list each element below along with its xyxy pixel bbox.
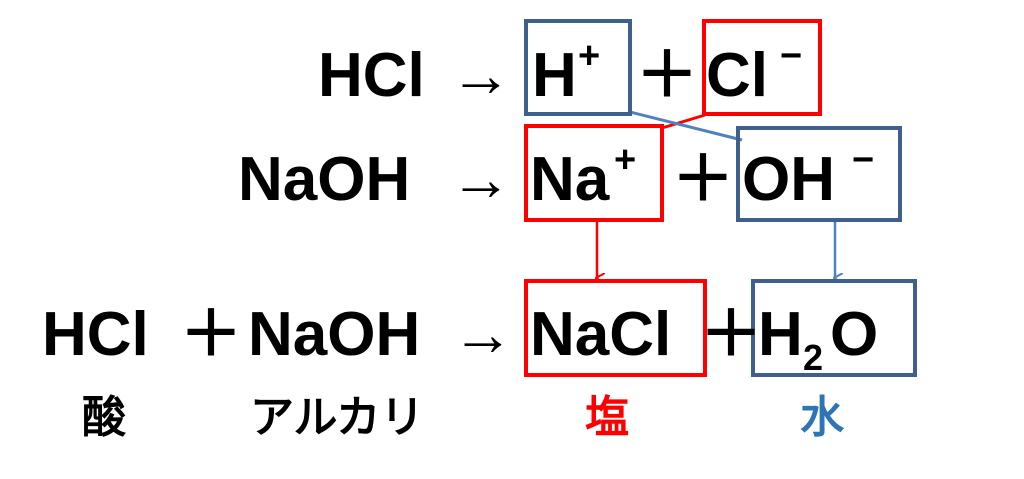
row3-plus1: ＋ xyxy=(180,300,242,369)
label-alkali: アルカリ xyxy=(250,392,424,443)
row2-ion1: Na xyxy=(530,145,610,214)
h-ion-box xyxy=(524,19,632,116)
row1-lhs: HCl xyxy=(318,41,425,110)
row3-plus2: ＋ xyxy=(700,300,762,369)
row1-plus: ＋ xyxy=(636,41,698,110)
row3-product2-subscript: 2 xyxy=(803,337,823,378)
row1-arrow: → xyxy=(450,41,512,110)
row2-ion2-charge: − xyxy=(852,139,874,181)
label-salt: 塩 xyxy=(585,392,629,443)
row3-reactant2: NaOH xyxy=(248,300,420,369)
row1-ion2-charge: − xyxy=(780,35,802,77)
label-water: 水 xyxy=(800,392,845,443)
row2-plus: ＋ xyxy=(672,145,734,214)
row3-product1: NaCl xyxy=(530,300,671,369)
row2-arrow: → xyxy=(450,145,512,214)
row2-lhs: NaOH xyxy=(238,145,410,214)
oh-ion-box xyxy=(736,126,902,222)
cl-ion-box xyxy=(702,19,822,116)
label-acid: 酸 xyxy=(82,392,127,443)
row3-arrow: → xyxy=(452,300,514,369)
nacl-box xyxy=(524,279,707,377)
na-ion-box xyxy=(524,124,664,222)
h-to-oh-line xyxy=(629,110,743,142)
h2o-box xyxy=(751,279,917,377)
row2-ion2: OH xyxy=(742,145,835,214)
row2-ion1-charge: + xyxy=(614,139,636,181)
row3-product2-h: H xyxy=(758,300,803,369)
row1-ion1-charge: + xyxy=(578,35,600,77)
row1-ion1: H xyxy=(532,41,577,110)
row1-ion2: Cl xyxy=(706,41,768,110)
row3-product2-o: O xyxy=(830,300,878,369)
row3-reactant1: HCl xyxy=(42,300,149,369)
cl-to-na-line xyxy=(661,113,706,130)
